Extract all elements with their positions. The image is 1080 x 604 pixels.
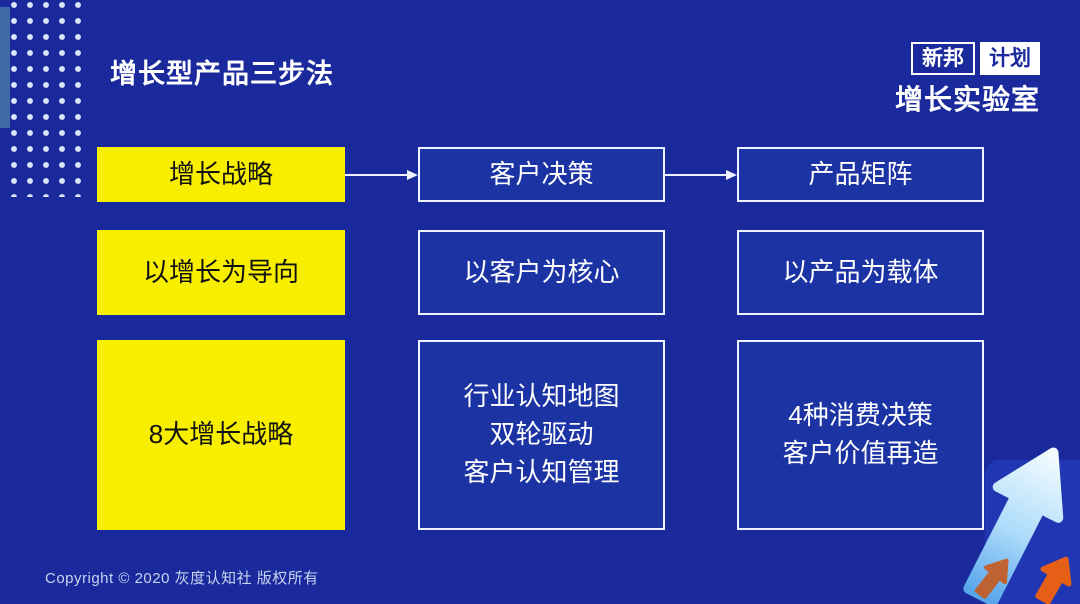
logo-badge-solid: 计划 (980, 42, 1040, 76)
flow-box-cognition-map: 行业认知地图 双轮驱动 客户认知管理 (418, 340, 665, 530)
flow-box-consumer-decision: 4种消费决策 客户价值再造 (737, 340, 984, 530)
small-orange-arrow-icon (1035, 556, 1072, 604)
logo-subtitle: 增长实验室 (894, 84, 1040, 116)
flow-box-eight-strategies: 8大增长战略 (97, 340, 345, 530)
flow-box-product-matrix: 产品矩阵 (737, 147, 984, 202)
flow-box-growth-oriented: 以增长为导向 (97, 230, 345, 315)
copyright-text: Copyright © 2020 灰度认知社 版权所有 (45, 570, 319, 587)
flow-box-growth-strategy: 增长战略 (97, 147, 345, 202)
flow-box-customer-centered: 以客户为核心 (418, 230, 665, 315)
dot-pattern-decoration (6, 0, 86, 197)
brand-logo: 新邦 计划 增长实验室 (895, 42, 1040, 118)
logo-badge-outline: 新邦 (911, 42, 975, 76)
flow-box-customer-decision: 客户决策 (418, 147, 665, 202)
connector-arrow-1 (345, 170, 418, 180)
connector-arrow-2 (665, 170, 737, 180)
left-accent-bar (0, 7, 10, 128)
flow-box-product-carrier: 以产品为载体 (737, 230, 984, 315)
small-orange-arrow-icon (974, 558, 1009, 599)
logo-badge-row: 新邦 计划 (911, 42, 1040, 76)
page-title: 增长型产品三步法 (110, 59, 334, 89)
